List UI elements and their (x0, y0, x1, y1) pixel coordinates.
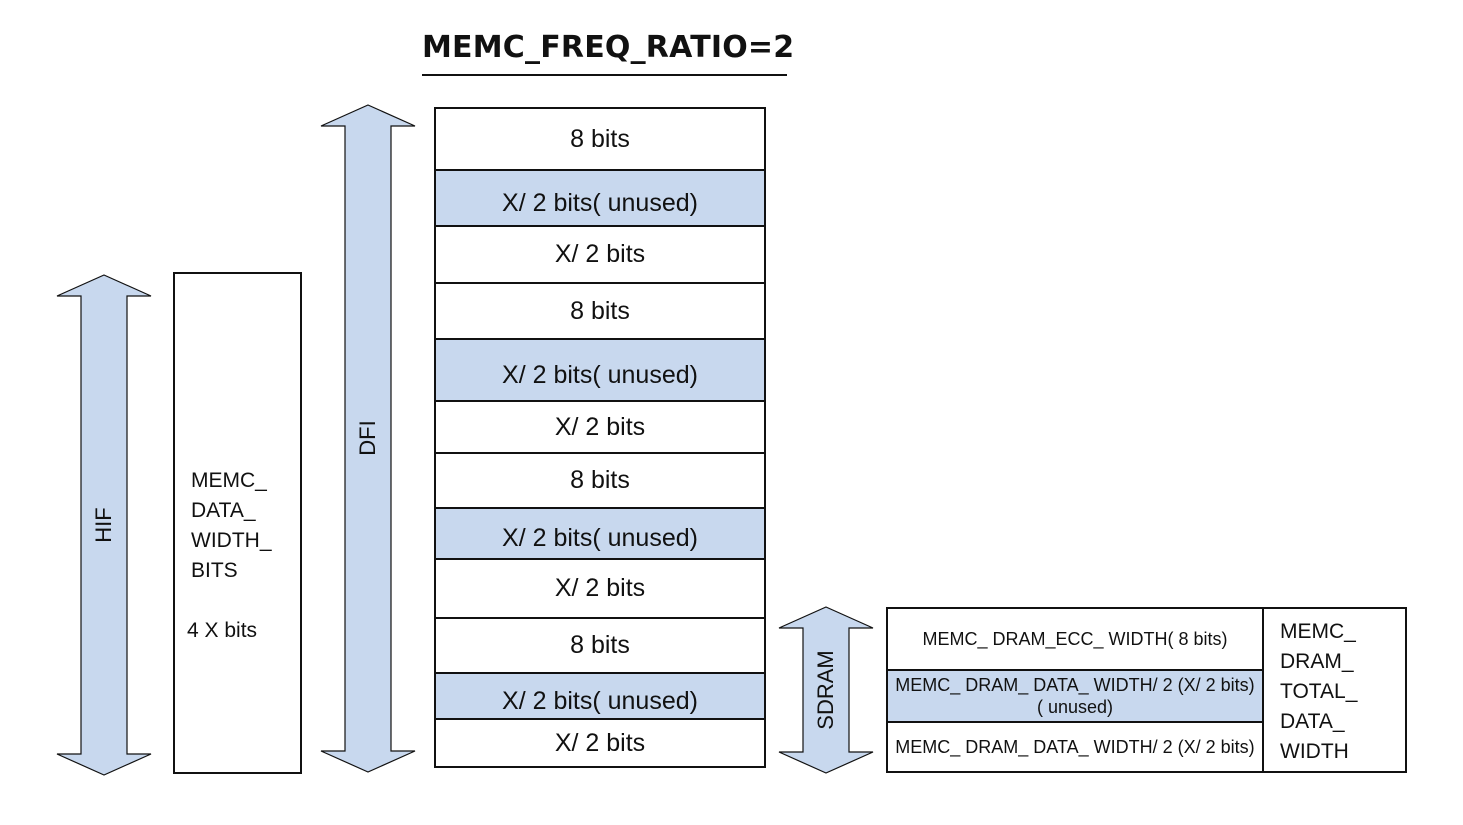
data-width-label: MEMC_ DRAM_ DATA_ WIDTH/ 2 (X/ 2 bits) (895, 737, 1255, 757)
dfi-row-unused: X/ 2 bits( unused) (436, 509, 764, 560)
unused-width-label: MEMC_ DRAM_ DATA_ WIDTH/ 2 (X/ 2 bits) (895, 675, 1255, 695)
dfi-row-unused: X/ 2 bits( unused) (436, 340, 764, 402)
dfi-row-label: X/ 2 bits (554, 412, 646, 441)
sdram-arrow: SDRAM (778, 606, 874, 774)
hif-label: HIF (91, 507, 116, 543)
table-row-data: MEMC_ DRAM_ DATA_ WIDTH/ 2 (X/ 2 bits) (888, 723, 1262, 771)
dfi-row: X/ 2 bits (436, 402, 764, 454)
dfi-row-label: X/ 2 bits (554, 240, 646, 268)
dfi-row-label: X/ 2 bits (554, 728, 646, 757)
dfi-row-label: 8 bits (570, 296, 630, 325)
dfi-row-label: X/ 2 bits( unused) (502, 188, 698, 217)
dfi-row-label: X/ 2 bits( unused) (502, 524, 698, 552)
dfi-row: 8 bits (436, 454, 764, 509)
dfi-row-unused: X/ 2 bits( unused) (436, 674, 764, 720)
total-data-width-label: MEMC_ DRAM_ TOTAL_ DATA_ WIDTH (1280, 620, 1358, 763)
memc-data-width-value: 4 X bits (187, 619, 258, 642)
memc-data-width-label: MEMC_ DATA_ WIDTH_ BITS (191, 469, 272, 582)
dfi-row: X/ 2 bits (436, 227, 764, 284)
table-row-ecc: MEMC_ DRAM_ECC_ WIDTH( 8 bits) (888, 609, 1262, 671)
dfi-row-label: 8 bits (570, 124, 630, 153)
dfi-row: 8 bits (436, 619, 764, 674)
hif-double-arrow-icon (56, 274, 152, 776)
dfi-row-unused: X/ 2 bits( unused) (436, 171, 764, 227)
ecc-width-label: MEMC_ DRAM_ECC_ WIDTH( 8 bits) (922, 629, 1228, 649)
dfi-arrow: DFI (320, 104, 416, 773)
dfi-double-arrow-icon (320, 104, 416, 773)
dfi-row: X/ 2 bits (436, 560, 764, 619)
dfi-row-label: 8 bits (570, 631, 630, 659)
dfi-row-label: 8 bits (570, 466, 630, 494)
dfi-row-label: X/ 2 bits( unused) (502, 686, 698, 715)
hif-arrow: HIF (56, 274, 152, 776)
dfi-label: DFI (355, 420, 380, 456)
unused-width-note: ( unused) (1036, 697, 1114, 717)
dfi-row-label: X/ 2 bits( unused) (502, 360, 698, 389)
dfi-row: 8 bits (436, 109, 764, 171)
sdram-double-arrow-icon (778, 606, 874, 774)
sdram-width-table: MEMC_ DRAM_ECC_ WIDTH( 8 bits) MEMC_ DRA… (886, 607, 1407, 773)
dfi-row-label: X/ 2 bits (554, 574, 646, 602)
diagram-title: MEMC_FREQ_RATIO=2 (422, 26, 794, 76)
table-row-unused: MEMC_ DRAM_ DATA_ WIDTH/ 2 (X/ 2 bits) (… (888, 671, 1262, 723)
memc-data-width-box: MEMC_ DATA_ WIDTH_ BITS 4 X bits (173, 272, 302, 774)
sdram-width-rows: MEMC_ DRAM_ECC_ WIDTH( 8 bits) MEMC_ DRA… (888, 609, 1264, 771)
sdram-label: SDRAM (813, 650, 838, 730)
dfi-row: 8 bits (436, 284, 764, 340)
dfi-row: X/ 2 bits (436, 720, 764, 766)
